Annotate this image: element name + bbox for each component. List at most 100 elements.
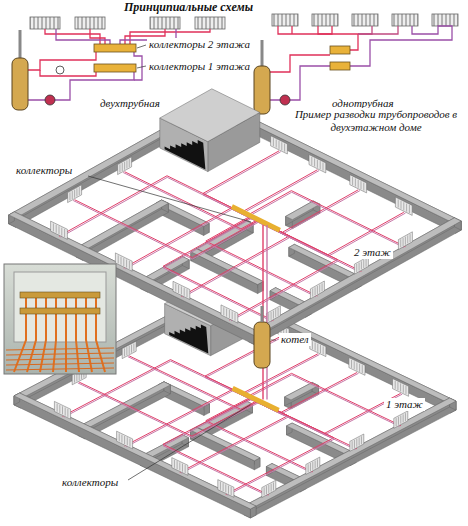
radiator-fin — [59, 405, 60, 413]
radiator — [122, 341, 136, 358]
radiator-fin — [406, 204, 407, 212]
pipe — [73, 201, 258, 260]
radiator-fin — [185, 465, 186, 473]
radiator-fin — [320, 161, 321, 169]
radiator-fin — [119, 433, 120, 441]
radiator-fin — [359, 437, 360, 445]
radiator-fin — [403, 414, 404, 422]
pipe — [247, 191, 405, 247]
radiator-fin — [275, 309, 276, 317]
pipe — [229, 219, 337, 320]
radiator — [310, 281, 324, 299]
radiator — [395, 197, 412, 215]
stair-block — [160, 89, 260, 142]
radiator-fin — [359, 263, 360, 271]
radiator-fin — [358, 180, 359, 188]
radiator-fin — [400, 239, 401, 247]
radiator-fin — [405, 237, 406, 245]
radiator-fin — [223, 307, 224, 315]
radiator — [354, 256, 368, 274]
radiator-fin — [317, 286, 318, 294]
wall — [287, 423, 357, 457]
radiator-fin — [74, 190, 75, 198]
radiator-fin — [317, 160, 318, 168]
radiator-fin — [69, 192, 70, 200]
pipe — [226, 400, 334, 494]
radiator-fin — [400, 383, 401, 391]
pipe — [245, 190, 358, 233]
leader-line — [271, 340, 276, 341]
radiator — [350, 175, 367, 193]
radiator-fin — [124, 348, 125, 356]
pipe — [231, 221, 338, 321]
pipe — [75, 200, 259, 258]
radiator-fin — [315, 287, 316, 295]
pipe — [245, 373, 357, 413]
radiator-fin — [351, 360, 352, 368]
pipe — [124, 208, 254, 268]
stairs — [169, 325, 208, 354]
radiator-fin — [123, 258, 124, 266]
radiator-fin — [65, 408, 66, 416]
radiator-fin — [352, 441, 353, 449]
label: коллекторы 2 этажа — [147, 38, 252, 51]
floor-heating-pipe — [6, 348, 114, 350]
radiator-fin — [129, 346, 130, 354]
radiator-fin — [362, 365, 363, 373]
radiator — [394, 411, 408, 428]
label: 1 этаж — [384, 398, 425, 411]
radiator-fin — [405, 413, 406, 421]
radiator-fin — [314, 158, 315, 166]
radiator-fin — [118, 255, 119, 263]
radiator — [271, 136, 288, 154]
radiator-fin — [403, 385, 404, 393]
radiator — [350, 434, 364, 451]
radiator-fin — [315, 461, 316, 469]
radiator-fin — [225, 484, 226, 492]
floor-heating-pipe — [6, 353, 114, 355]
one-pipe-scheme — [254, 14, 458, 114]
pipe — [123, 173, 257, 231]
radiator-fin — [278, 308, 279, 316]
radiator — [117, 431, 133, 449]
label: 2 этаж — [352, 246, 393, 259]
radiator-fin — [356, 439, 357, 447]
floor — [14, 276, 456, 518]
radiator-fin — [403, 238, 404, 246]
label: коллекторы — [14, 164, 74, 177]
radiator-fin — [126, 160, 127, 168]
radiator-fin — [178, 285, 179, 293]
pipe — [78, 383, 258, 438]
radiator-fin — [184, 288, 185, 296]
riser-pipe — [266, 225, 267, 400]
leader-line — [128, 405, 251, 480]
radiator-fin — [122, 163, 123, 171]
radiator — [218, 480, 234, 498]
radiator-fin — [129, 159, 130, 167]
floor-slab — [15, 112, 455, 342]
radiator-fin — [61, 228, 62, 236]
wall — [289, 244, 361, 280]
radiator — [115, 253, 132, 271]
radiator-fin — [72, 191, 73, 199]
pipe — [205, 337, 282, 396]
radiator-fin — [181, 286, 182, 294]
radiator-fin — [354, 440, 355, 448]
radiator-fin — [53, 223, 54, 231]
wall — [244, 398, 456, 509]
radiator-fin — [129, 261, 130, 269]
radiator-fin — [76, 188, 77, 196]
radiator-fin — [67, 409, 68, 417]
radiator-fin — [220, 482, 221, 490]
pipe — [248, 192, 404, 247]
radiator-fin — [312, 289, 313, 297]
radiator-fin — [323, 346, 324, 354]
pipe — [125, 209, 253, 269]
radiator — [309, 155, 326, 173]
radiator-fin — [395, 381, 396, 389]
radiator-fin — [400, 416, 401, 424]
radiator-fin — [129, 439, 130, 447]
radiator — [54, 401, 70, 419]
radiator-fin — [131, 345, 132, 353]
radiator-fin — [311, 157, 312, 165]
